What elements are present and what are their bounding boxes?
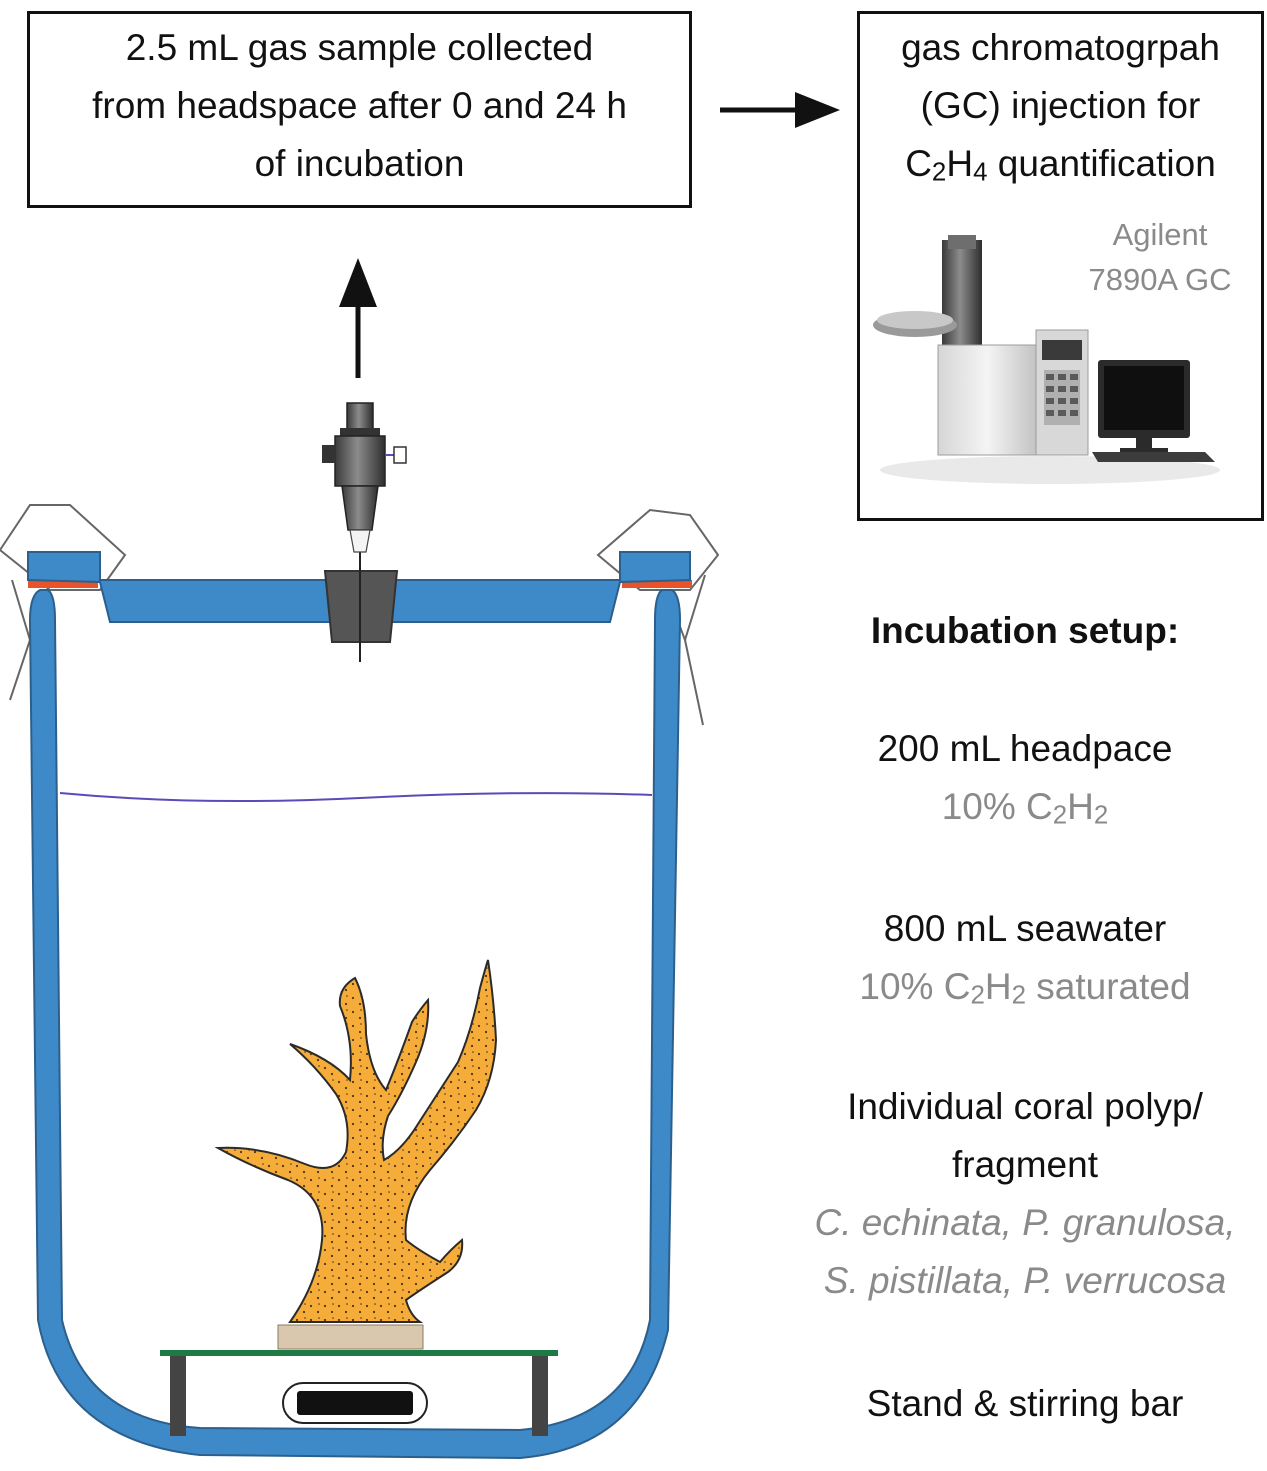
water-surface <box>59 792 653 803</box>
seawater-gas: 10% C2H2 saturated <box>859 966 1191 1010</box>
stirring-bar <box>297 1391 413 1415</box>
species-line-1: C. echinata, P. granulosa, <box>814 1202 1236 1243</box>
gc-model-label: Agilent 7890A GC <box>1060 212 1260 302</box>
species-line-2: S. pistillata, P. verrucosa <box>823 1260 1227 1301</box>
sample-box-line-3: of incubation <box>254 143 465 184</box>
sample-box-line-2: from headspace after 0 and 24 h <box>92 85 627 126</box>
gc-model-line-2: 7890A GC <box>1088 262 1232 297</box>
seawater-block: 800 mL seawater 10% C2H2 saturated <box>780 900 1267 1016</box>
headspace-gas: 10% C2H2 <box>941 786 1109 830</box>
arrow-right-icon <box>720 92 840 128</box>
gas-chromatograph-image <box>873 235 1220 484</box>
jar-wall <box>28 589 682 1460</box>
headspace-label: 200 mL headpace <box>877 728 1173 769</box>
arrow-up-icon <box>339 258 377 378</box>
sample-box-line-1: 2.5 mL gas sample collected <box>125 27 594 68</box>
headspace-block: 200 mL headpace 10% C2H2 <box>780 720 1267 836</box>
gc-box-line-1: gas chromatogrpah <box>901 27 1220 68</box>
coral-block: Individual coral polyp/ fragment C. echi… <box>780 1078 1267 1310</box>
stand-top <box>160 1350 558 1356</box>
gc-box-line-2: (GC) injection for <box>920 85 1201 126</box>
syringe-icon <box>322 402 407 553</box>
setup-title: Incubation setup: <box>870 610 1180 651</box>
coral-label-line-1: Individual coral polyp/ <box>847 1086 1203 1127</box>
stand-block: Stand & stirring bar <box>780 1375 1267 1433</box>
gc-box: gas chromatogrpah (GC) injection for C2H… <box>857 11 1264 521</box>
gasket-left <box>28 580 98 588</box>
coral-fragment <box>214 959 498 1323</box>
seawater-label: 800 mL seawater <box>883 908 1167 949</box>
gasket-right <box>622 580 692 588</box>
stand-leg-right <box>532 1356 548 1436</box>
setup-panel: Incubation setup: <box>780 602 1267 660</box>
sample-box: 2.5 mL gas sample collected from headspa… <box>27 11 692 208</box>
coral-label-line-2: fragment <box>951 1144 1098 1185</box>
stand-leg-left <box>170 1356 186 1436</box>
gc-box-line-3: C2H4 quantification <box>905 143 1216 187</box>
stand-label: Stand & stirring bar <box>866 1383 1184 1424</box>
coral-base <box>277 1324 424 1350</box>
gc-model-line-1: Agilent <box>1112 217 1208 252</box>
